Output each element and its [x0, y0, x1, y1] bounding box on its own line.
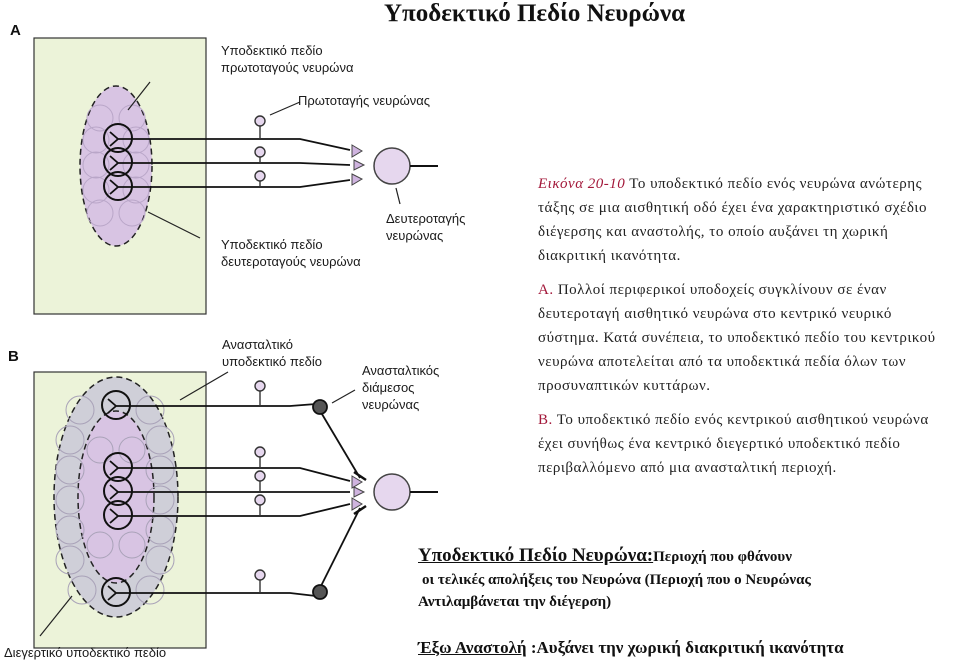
- inhibition-term: Έξω Αναστολή: [418, 638, 527, 657]
- caption-figure-label: Εικόνα 20-10: [538, 176, 626, 192]
- caption-intro: Εικόνα 20-10 Το υποδεκτικό πεδίο ενός νε…: [538, 172, 956, 268]
- caption-panel-b: Β. Το υποδεκτικό πεδίο ενός κεντρικού αι…: [538, 408, 956, 480]
- summary-line-3: Αντιλαμβάνεται την διέγερση): [418, 594, 612, 610]
- caption-b-marker: Β.: [538, 412, 553, 428]
- caption-panel-a: Α. Πολλοί περιφερικοί υποδοχείς συγκλίνο…: [538, 278, 956, 398]
- caption-a-marker: Α.: [538, 282, 554, 298]
- primary-neuron-somata-a: [254, 115, 266, 187]
- secondary-neuron-a: [373, 147, 411, 185]
- caption-b-text: Το υποδεκτικό πεδίο ενός κεντρικού αισθη…: [538, 412, 929, 476]
- figure-caption: Εικόνα 20-10 Το υποδεκτικό πεδίο ενός νε…: [538, 172, 956, 490]
- nerve-endings-b: [107, 398, 128, 601]
- summary-heading: Υποδεκτικό Πεδίο Νευρώνα:: [418, 545, 654, 566]
- secondary-receptive-field-a: [79, 85, 153, 247]
- primary-axons-a: [128, 138, 351, 188]
- synapse-terminals-a: [351, 144, 366, 186]
- summary-text-1: Περιοχή που φθάνουν: [653, 549, 792, 565]
- inhibition-text: :Αυξάνει την χωρική διακριτική ικανότητα: [526, 638, 844, 657]
- summary-line-1: Υποδεκτικό Πεδίο Νευρώνα:Περιοχή που φθά…: [418, 544, 958, 569]
- summary-block: Υποδεκτικό Πεδίο Νευρώνα:Περιοχή που φθά…: [418, 544, 958, 613]
- excitatory-center-b: [77, 410, 155, 584]
- label-primary-neuron: Πρωτοταγής νευρώνας: [298, 93, 431, 108]
- panel-b-letter: B: [8, 348, 19, 365]
- primary-neuron-somata-b: [254, 380, 266, 593]
- primary-receptive-fields-b: [101, 390, 133, 607]
- label-excitatory-field: Διεγερτικό υποδεκτικό πεδίο: [4, 645, 167, 660]
- primary-axons-b: [126, 403, 351, 597]
- inhibition-statement: Έξω Αναστολή :Αυξάνει την χωρική διακριτ…: [418, 638, 844, 658]
- secondary-neuron-b: [373, 473, 411, 511]
- label-primary-receptive-field: Υποδεκτικό πεδίο πρωτοταγούς νευρώνα: [221, 43, 354, 75]
- caption-figure-text: Το υποδεκτικό πεδίο ενός νευρώνα ανώτερη…: [538, 176, 927, 264]
- panel-a-letter: A: [10, 22, 21, 39]
- nerve-endings-a: [109, 131, 128, 195]
- leader-lines-b: [39, 371, 356, 637]
- inhibitory-interneurons-b: [312, 399, 367, 600]
- label-inhibitory-interneuron: Ανασταλτικός διάμεσος νευρώνας: [362, 363, 440, 412]
- label-secondary-receptive-field: Υποδεκτικό πεδίο δευτεροταγούς νευρώνα: [221, 237, 361, 269]
- leader-lines-a: [127, 81, 401, 239]
- label-secondary-neuron: Δευτεροταγής νευρώνας: [386, 211, 466, 243]
- label-inhibitory-field: Ανασταλτικό υποδεκτικό πεδίο: [222, 337, 322, 369]
- synapse-terminals-b: [351, 475, 366, 511]
- caption-a-text: Πολλοί περιφερικοί υποδοχείς συγκλίνουν …: [538, 282, 936, 394]
- summary-line-2: οι τελικές απολήξεις του Νευρώνα (Περιοχ…: [422, 572, 811, 588]
- primary-receptive-fields-a: [103, 123, 133, 201]
- page-title: Υποδεκτικό Πεδίο Νευρώνα: [384, 0, 686, 27]
- small-receptive-fields-b: [55, 395, 175, 605]
